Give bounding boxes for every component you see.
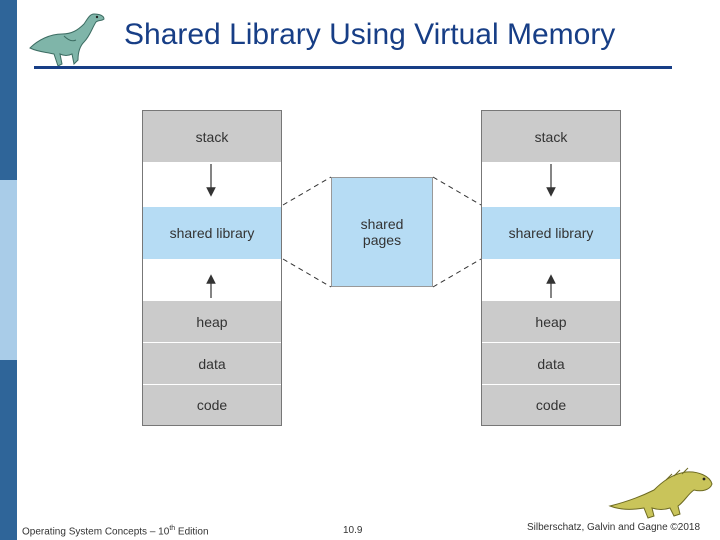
left-heap-segment: heap	[143, 301, 281, 343]
right-data-segment: data	[482, 343, 620, 385]
sidebar-stripe-middle	[0, 180, 17, 360]
shared-pages-box: shared pages	[331, 177, 433, 287]
shared-pages-label-line2: pages	[362, 232, 402, 248]
footer-page-number: 10.9	[343, 525, 363, 536]
right-shared-library-segment: shared library	[482, 206, 620, 260]
left-stack-gap	[143, 163, 281, 206]
left-bottom-mapping-line	[282, 258, 332, 288]
footer-copyright: Silberschatz, Galvin and Gagne ©2018	[527, 522, 701, 533]
footer-book-title: Operating System Concepts – 10th Edition	[22, 525, 209, 538]
dinosaur-icon	[608, 467, 713, 519]
right-heap-segment: heap	[482, 301, 620, 343]
right-address-space: stack shared library heap data code	[481, 110, 621, 426]
sidebar-stripe-bottom	[0, 360, 17, 540]
right-stack-segment: stack	[482, 111, 620, 163]
right-code-segment: code	[482, 385, 620, 425]
dinosaur-icon	[29, 13, 105, 67]
title-underline	[34, 66, 672, 69]
right-bottom-mapping-line	[432, 258, 482, 288]
left-shared-library-segment: shared library	[143, 206, 281, 260]
left-top-mapping-line	[282, 176, 332, 206]
left-code-segment: code	[143, 385, 281, 425]
left-data-segment: data	[143, 343, 281, 385]
right-top-mapping-line	[432, 176, 482, 206]
shared-pages-label-line1: shared	[360, 216, 404, 232]
left-address-space: stack shared library heap data code	[142, 110, 282, 426]
page-title: Shared Library Using Virtual Memory	[124, 18, 616, 51]
left-stack-segment: stack	[143, 111, 281, 163]
sidebar-stripe-top	[0, 0, 17, 180]
